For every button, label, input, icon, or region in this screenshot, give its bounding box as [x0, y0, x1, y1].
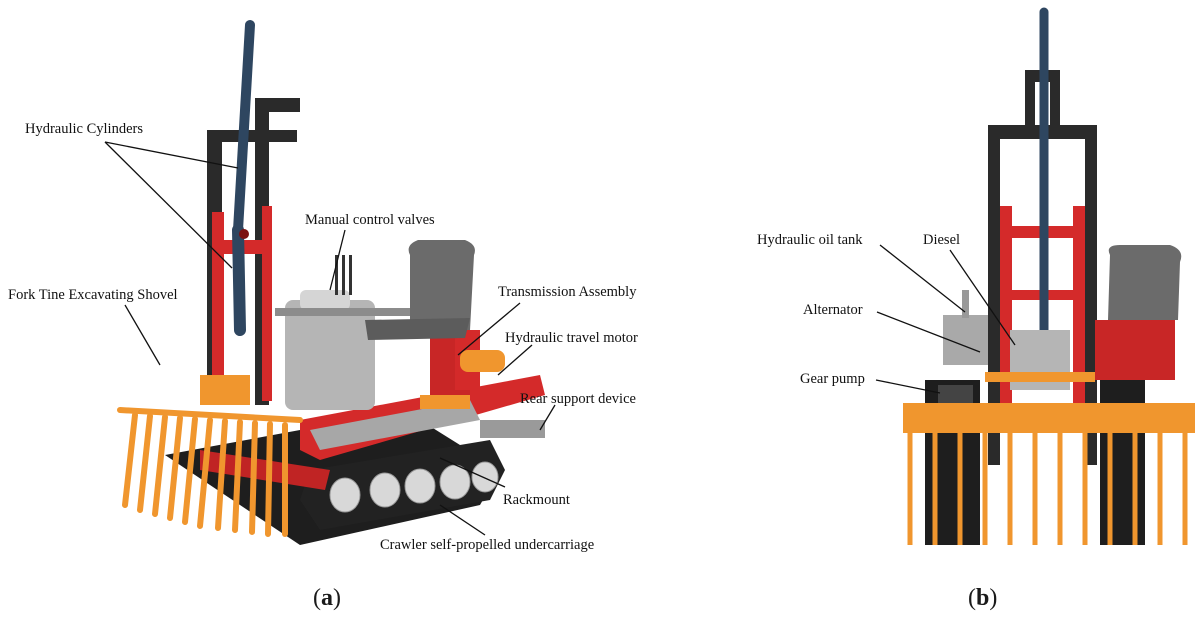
panel-a: Hydraulic Cylinders Manual control valve… — [8, 20, 638, 611]
hydraulic-cylinders — [232, 20, 255, 336]
label-hydraulic-cylinders: Hydraulic Cylinders — [25, 121, 143, 137]
caption-a: (a) — [313, 585, 341, 611]
operator-seat — [1108, 245, 1182, 320]
engine-block — [275, 255, 455, 410]
label-crawler-undercarriage: Crawler self-propelled undercarriage — [380, 537, 595, 553]
operator-seat — [365, 240, 475, 340]
label-manual-control-valves: Manual control valves — [305, 212, 435, 228]
fork-tine-shovel — [117, 375, 303, 537]
rear-support — [480, 420, 545, 438]
leader-lines — [875, 244, 1016, 394]
label-rackmount: Rackmount — [503, 492, 570, 508]
label-gear-pump: Gear pump — [800, 371, 865, 387]
travel-motor — [420, 350, 505, 409]
label-hydraulic-oil-tank: Hydraulic oil tank — [757, 232, 863, 248]
red-body — [1095, 320, 1175, 380]
label-alternator: Alternator — [803, 302, 863, 318]
label-transmission-assembly: Transmission Assembly — [498, 284, 637, 300]
panel-b: Hydraulic oil tank Diesel Alternator Gea… — [700, 0, 1200, 623]
red-lift-frame — [212, 206, 272, 402]
caption-a-letter: a — [321, 585, 333, 611]
label-diesel: Diesel — [923, 232, 961, 248]
rackmount — [310, 400, 480, 450]
label-fork-tine-excavating-shovel: Fork Tine Excavating Shovel — [8, 287, 178, 303]
leader-lines — [104, 141, 556, 536]
caption-b: (b) — [968, 585, 998, 611]
gear-pump — [938, 385, 973, 405]
fork-tine-shovel — [903, 372, 1195, 545]
label-hydraulic-travel-motor: Hydraulic travel motor — [505, 330, 638, 346]
machine-illustration-perspective — [104, 20, 556, 545]
caption-b-letter: b — [976, 585, 990, 611]
machine-illustration-front — [875, 7, 1195, 545]
label-rear-support-device: Rear support device — [520, 391, 636, 407]
